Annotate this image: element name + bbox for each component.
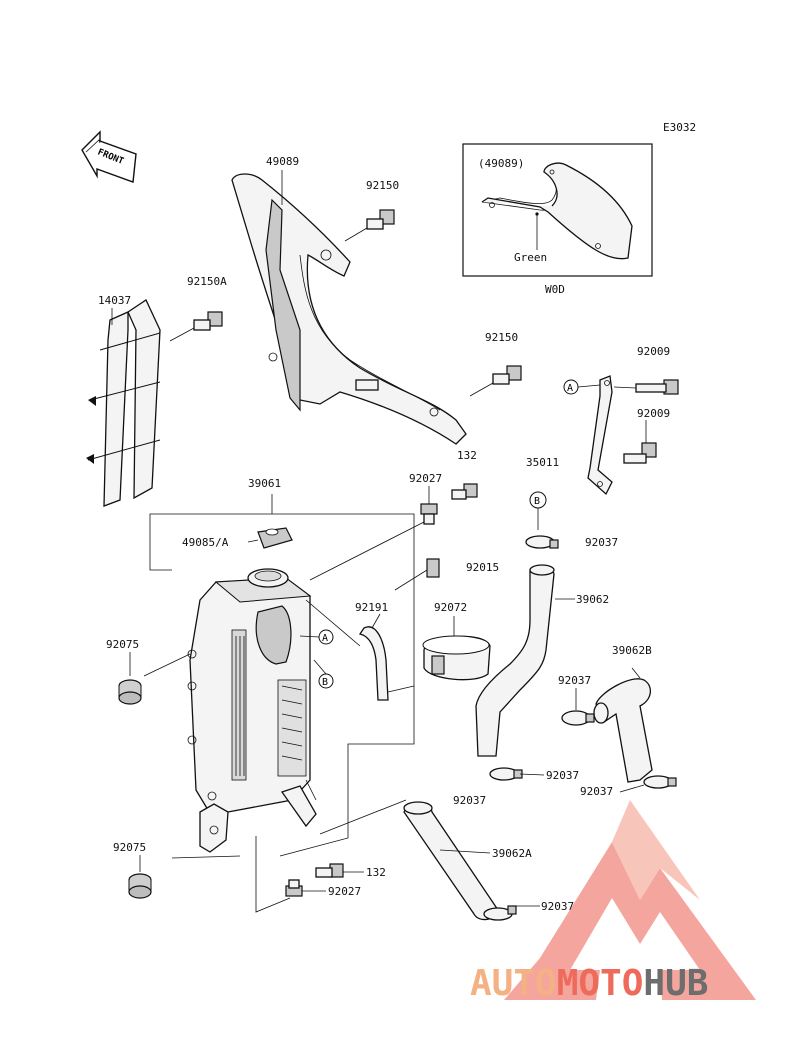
label-92150-mid: 92150 [485,331,518,344]
diagram-code: E3032 [663,121,696,134]
label-132-bottom: 132 [366,866,386,879]
label-92037-2: 92037 [558,674,591,687]
grommet-92015 [394,558,440,591]
watermark-text-b: MOTO [557,963,644,1004]
inset-part-ref: (49089) [478,157,524,170]
band-92072 [422,616,491,681]
grommet-92075-bottom [128,855,241,899]
front-arrow-icon: FRONT [81,130,137,183]
bolt-92009-b [623,420,657,464]
label-92009-a: 92009 [637,345,670,358]
label-39061: 39061 [248,477,281,490]
label-92037-1: 92037 [585,536,618,549]
hose-39062 [475,564,575,757]
label-39062B: 39062B [612,644,652,657]
marker-A-bracket: A [567,383,573,394]
leader-92015-bracket [279,545,415,857]
label-92191: 92191 [355,601,388,614]
marker-B-upper: B [534,496,540,507]
label-92027-bottom: 92027 [328,885,361,898]
bolt-132-top [451,483,478,500]
label-92037-5: 92037 [580,785,613,798]
clamp-92037-lower [489,767,545,781]
radiator-39061: A B [187,568,361,853]
inset-panel: (49089) Green W0D [462,143,653,296]
bolt-92009-a [613,379,679,395]
label-35011: 35011 [526,456,559,469]
cushion-49085A [247,527,293,549]
leader-39061 [149,494,415,571]
label-49085A: 49085/A [182,536,229,549]
leader-92191-bracket [387,685,415,693]
watermark-text-a: AUTO [470,963,557,1004]
label-92150A: 92150A [187,275,227,288]
radiator-guard [86,299,161,507]
label-39062: 39062 [576,593,609,606]
tube-92191 [358,613,389,701]
clamp-92037-right [619,775,677,793]
inset-variant-label: W0D [545,283,565,296]
label-49089: 49089 [266,155,299,168]
watermark-text: AUTOMOTOHUB [470,963,708,1004]
label-92150-top: 92150 [366,179,399,192]
bolt-92150-top [344,209,395,242]
hose-39062B [593,667,653,783]
watermark-text-c: HUB [643,963,708,1004]
label-92072: 92072 [434,601,467,614]
label-92037-6: 92037 [541,900,574,913]
bolt-92150A [169,311,223,342]
label-92037-4: 92037 [453,794,486,807]
bolt-92027-bottom [255,836,326,913]
bracket-35011: A [563,375,613,496]
label-92009-b: 92009 [637,407,670,420]
label-92075-bottom: 92075 [113,841,146,854]
bolt-92027-top [309,486,438,581]
bolt-92150-mid [469,365,522,397]
marker-B-radiator: B [322,677,328,688]
bolt-132-bottom [315,863,364,878]
clamp-92037-bottom [483,905,540,921]
label-39062A: 39062A [492,847,532,860]
watermark-logo [504,800,756,1000]
label-14037: 14037 [98,294,131,307]
inset-color-label: Green [514,251,547,264]
label-92075-top: 92075 [106,638,139,651]
clamp-92037-mid [561,688,595,726]
hose-39062A [319,799,499,921]
label-92037-3: 92037 [546,769,579,782]
label-92015: 92015 [466,561,499,574]
clamp-92037-upper: B [525,491,559,549]
marker-A-radiator: A [322,633,328,644]
radiator-shroud [231,173,467,445]
label-132-top: 132 [457,449,477,462]
grommet-92075-top [118,652,191,705]
label-92027-top: 92027 [409,472,442,485]
